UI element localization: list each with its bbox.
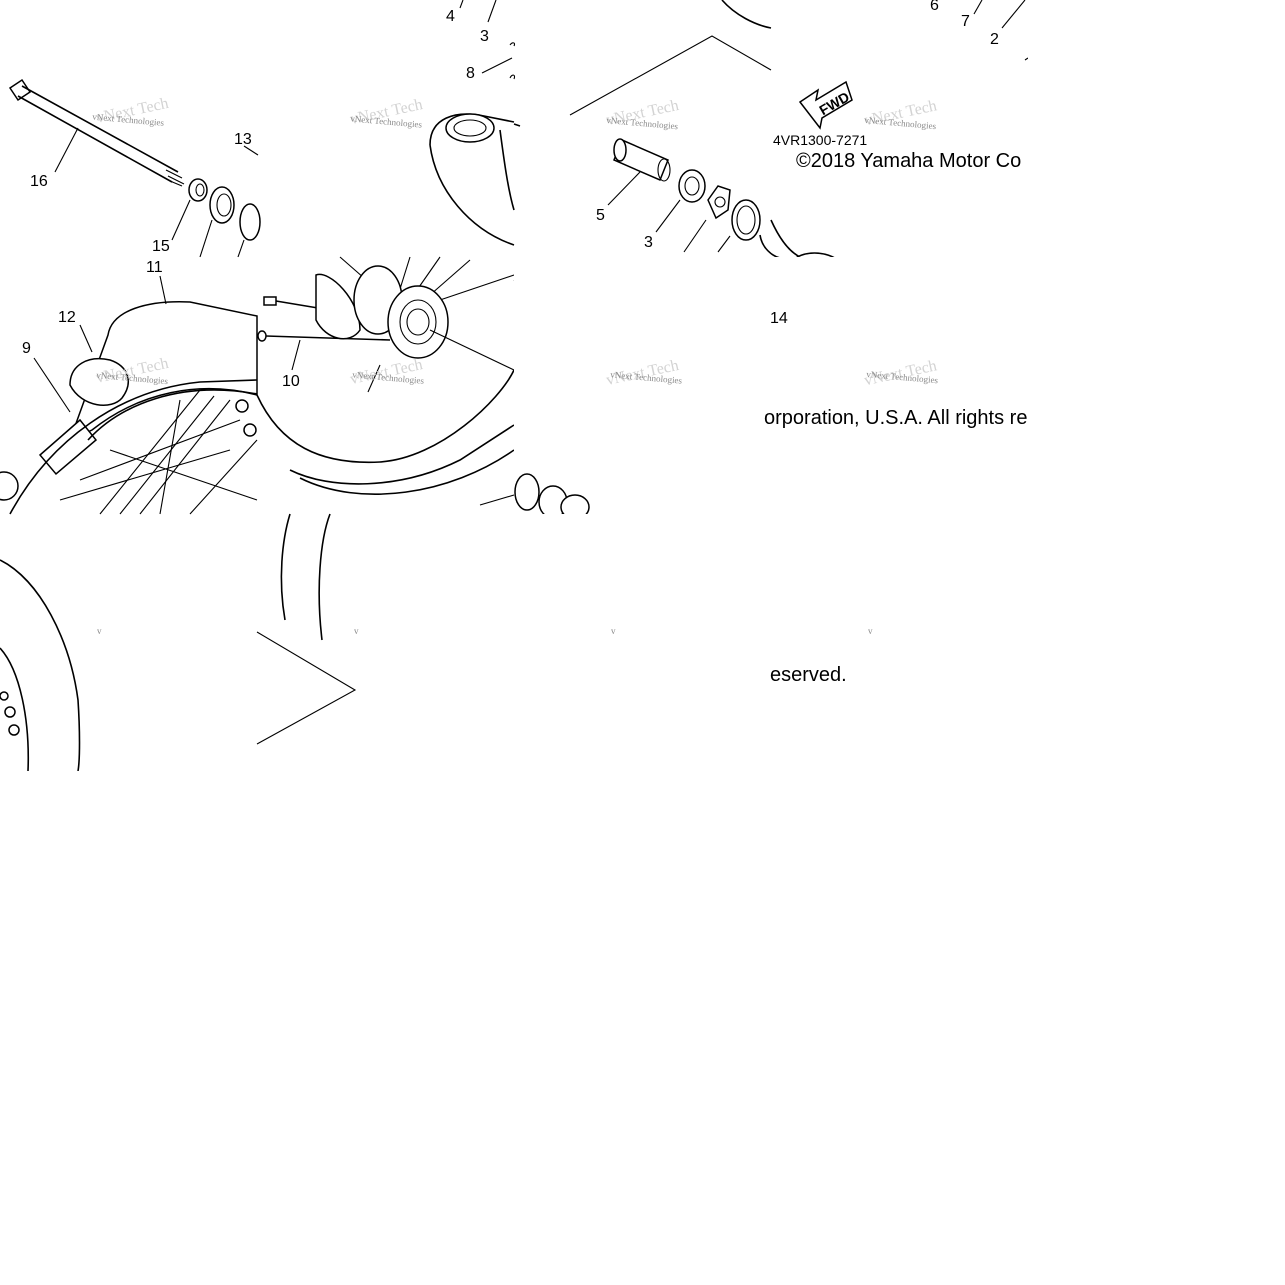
watermark-3: vNext Technologies xyxy=(606,115,679,131)
spacer-5 xyxy=(613,138,671,182)
callout-3-top: 3 xyxy=(480,28,489,45)
callout-5: 5 xyxy=(596,207,605,224)
copyright-line-2: orporation, U.S.A. All rights re xyxy=(764,407,1027,429)
callout-4: 4 xyxy=(446,8,455,25)
callout-16: 16 xyxy=(30,173,48,190)
callout-8: 8 xyxy=(466,65,475,82)
callout-9: 9 xyxy=(22,340,31,357)
callout-10: 10 xyxy=(282,373,300,390)
retainer xyxy=(707,185,731,220)
copyright-line-1: ©2018 Yamaha Motor Co xyxy=(796,150,1021,172)
front-axle xyxy=(8,78,185,187)
callout-2: 2 xyxy=(990,31,999,48)
callout-14: 14 xyxy=(770,310,788,327)
tire-section-top xyxy=(429,113,515,246)
callout-6: 6 xyxy=(930,0,939,14)
callout-7: 7 xyxy=(961,13,970,30)
callout-12: 12 xyxy=(58,309,76,326)
rear-washers xyxy=(479,473,590,520)
oil-seal xyxy=(731,199,761,241)
copyright-line-3: eserved. xyxy=(770,664,847,686)
tire-bottom-center xyxy=(256,513,357,745)
wheel-spokes-left xyxy=(0,379,258,515)
watermark-short-3: v xyxy=(611,626,616,636)
callout-11: 11 xyxy=(146,259,163,276)
watermark-short-2: v xyxy=(354,626,359,636)
callout-labels: 4 3 8 16 13 15 11 12 9 10 5 3 6 7 2 14 xyxy=(22,0,999,390)
watermark-2: vNext Technologies xyxy=(350,113,423,129)
watermark-short-1: v xyxy=(97,626,102,636)
watermark-4: vNext Technologies xyxy=(864,115,937,131)
tire-bottom-left xyxy=(0,559,81,772)
collar-15 xyxy=(188,178,208,202)
callout-3-right: 3 xyxy=(644,234,653,251)
callout-13: 13 xyxy=(234,131,252,148)
callout-15: 15 xyxy=(152,238,170,255)
front-fender xyxy=(38,301,258,476)
wheel-hub xyxy=(353,265,515,371)
part-code: 4VR1300-7271 xyxy=(773,132,867,148)
wheel-rim-center xyxy=(256,256,515,495)
bearing-3-right xyxy=(678,169,706,203)
fwd-arrow xyxy=(798,80,853,130)
brake-disc-bolts-10 xyxy=(257,273,391,342)
watermark-short-4: v xyxy=(868,626,873,636)
bearing-13 xyxy=(209,186,261,241)
